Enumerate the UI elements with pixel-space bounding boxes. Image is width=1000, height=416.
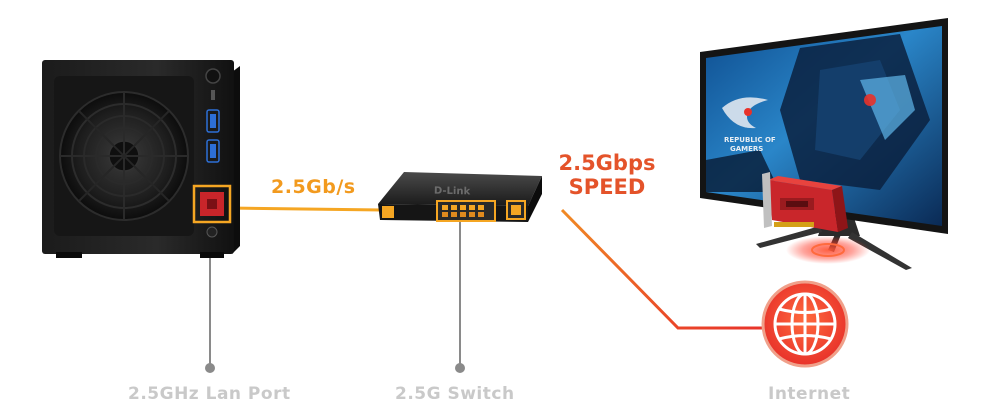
switch-speed-label: 2.5Gbps SPEED	[542, 151, 672, 199]
switch-uplink-port	[506, 200, 526, 220]
monitor-device: REPUBLIC OF GAMERS	[700, 18, 948, 270]
callout-switch	[455, 220, 465, 373]
switch-speed-label-line2: SPEED	[568, 175, 646, 199]
nas-speed-label: 2.5Gb/s	[271, 176, 356, 198]
nas-fan	[54, 76, 194, 236]
power-button	[205, 68, 221, 84]
switch-brand: D-Link	[434, 186, 471, 198]
globe-icon	[761, 280, 849, 368]
cable-switch-to-internet	[560, 208, 768, 330]
lan-port-highlight	[192, 184, 232, 224]
monitor-screen-text: REPUBLIC OF	[724, 136, 776, 144]
network-card	[762, 172, 848, 232]
internet-label: Internet	[768, 384, 851, 404]
lan-port-label: 2.5GHz Lan Port	[128, 384, 291, 404]
rgb-glow	[786, 236, 870, 264]
switch-ports	[436, 200, 496, 222]
cable-nas-to-switch	[229, 206, 383, 212]
nas-device	[42, 60, 240, 258]
monitor-screen-text: GAMERS	[730, 145, 763, 153]
rog-logo	[722, 97, 768, 129]
switch-label: 2.5G Switch	[395, 384, 515, 404]
switch-speed-label-line1: 2.5Gbps	[558, 151, 656, 175]
switch-device: D-Link	[378, 172, 542, 222]
